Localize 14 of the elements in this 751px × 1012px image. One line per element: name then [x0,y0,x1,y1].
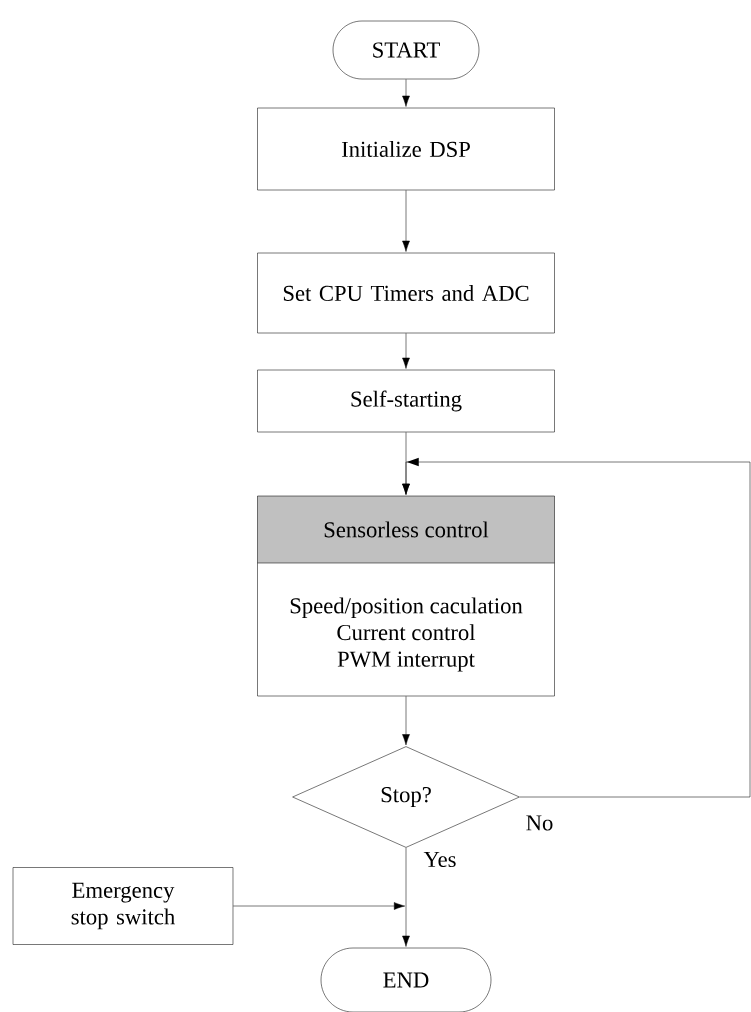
arrow [402,457,751,798]
edge-label: Yes [422,850,458,869]
arrow [402,79,410,107]
process-box: Emergency stop switch [12,867,234,945]
arrow [233,902,406,910]
process-box: Sensorless control Speed/position caculation Current control PWM interrupt [257,495,555,697]
arrow [402,696,410,746]
process-box: Self-starting [257,369,555,433]
edge-label: No [524,814,555,832]
arrow [402,847,410,947]
process-box: Set CPU Timers and ADC [257,252,555,334]
process-box: Initialize DSP [257,107,555,191]
arrow [402,190,410,252]
arrow [402,333,410,369]
